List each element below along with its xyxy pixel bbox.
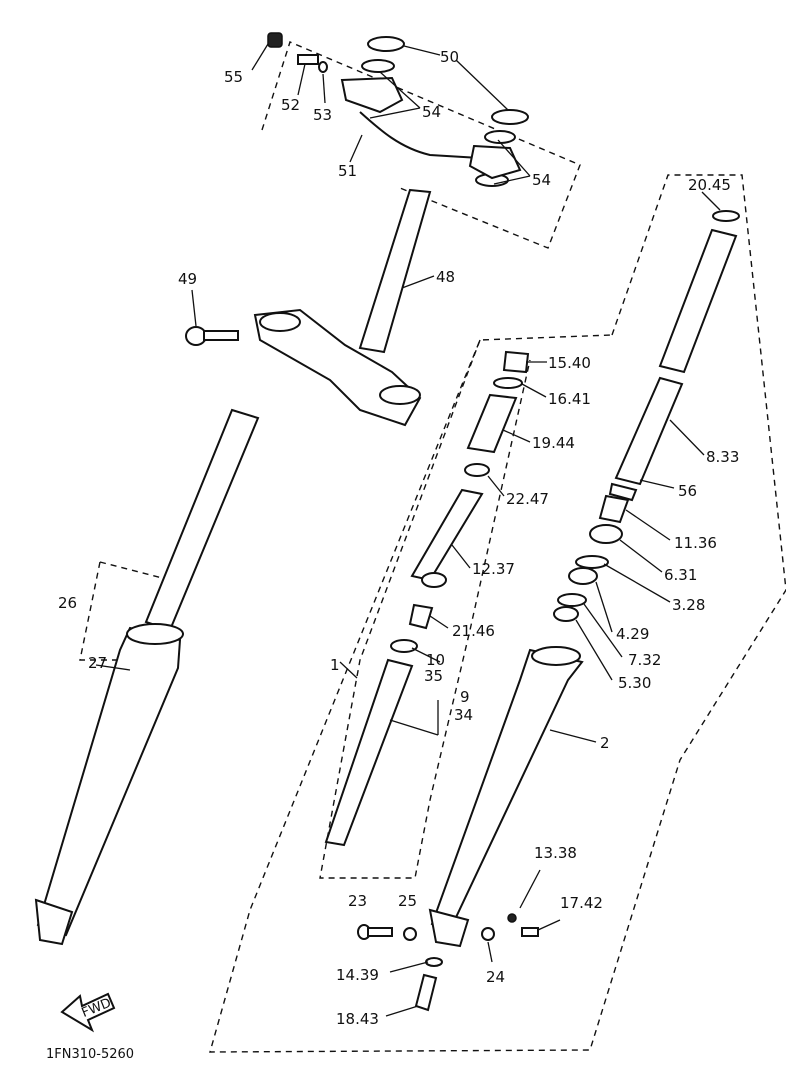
callout-52: 52 <box>281 96 300 114</box>
forward-direction-arrow: FWD <box>60 992 116 1033</box>
left-outer-tube <box>36 626 182 937</box>
diagram-code: 1FN310-5260 <box>46 1047 134 1062</box>
under-bracket <box>253 308 422 427</box>
small-hardware <box>357 913 539 1012</box>
callout-15-40: 15.40 <box>548 354 591 372</box>
callout-26: 26 <box>58 594 77 612</box>
damper-50-right <box>491 109 529 125</box>
callout-22-47: 22.47 <box>506 490 549 508</box>
callout-6-31: 6.31 <box>664 566 697 584</box>
callout-13-38: 13.38 <box>534 844 577 862</box>
damper-50-top <box>367 36 405 52</box>
holder-left-clamp <box>340 76 404 114</box>
callout-55: 55 <box>224 68 243 86</box>
callout-56: 56 <box>678 482 697 500</box>
screw-17 <box>521 927 539 937</box>
bolt-18 <box>414 973 438 1012</box>
handlebar-holder-assembly <box>267 32 529 187</box>
callout-25: 25 <box>398 892 417 910</box>
outer-tube-2 <box>430 648 584 932</box>
steering-stem-assembly <box>185 188 432 427</box>
callout-48: 48 <box>436 268 455 286</box>
callout-20-45: 20.45 <box>688 176 731 194</box>
cap-bolt-15 <box>502 350 530 374</box>
outer-tube-axle-boss <box>428 908 470 948</box>
callout-3-28: 3.28 <box>672 596 705 614</box>
clip-3 <box>575 555 609 569</box>
holder-bar <box>359 111 481 159</box>
left-fork-assembly <box>34 408 260 946</box>
bolt-49-shank <box>203 330 239 341</box>
o-ring-16 <box>493 377 523 389</box>
washer-25 <box>403 927 417 941</box>
left-axle-boss <box>34 898 74 946</box>
callout-8-33: 8.33 <box>706 448 739 466</box>
callout-27: 27 <box>88 654 107 672</box>
washer-24 <box>481 927 495 941</box>
callout-7-32: 7.32 <box>628 651 661 669</box>
damper-rod-9 <box>324 658 414 847</box>
callout-23: 23 <box>348 892 367 910</box>
left-inner-tube <box>144 408 260 632</box>
callout-21-46: 21.46 <box>452 622 495 640</box>
callout-24: 24 <box>486 968 505 986</box>
callout-16-41: 16.41 <box>548 390 591 408</box>
ring-54-a <box>361 59 395 73</box>
callout-18-43: 18.43 <box>336 1010 379 1028</box>
callout-53: 53 <box>313 106 332 124</box>
bolt-52 <box>297 54 319 65</box>
callout-50: 50 <box>440 48 459 66</box>
callout-9: 9 <box>460 688 470 706</box>
right-tube-parts <box>428 210 740 948</box>
washer-14 <box>425 957 443 967</box>
callout-17-42: 17.42 <box>560 894 603 912</box>
leader-lines <box>95 43 721 1017</box>
callout-12-37: 12.37 <box>472 560 515 578</box>
bolt-23-shank <box>367 927 393 937</box>
ring-54-b <box>484 130 516 144</box>
seat-22 <box>464 463 490 477</box>
bush-5 <box>553 606 579 622</box>
callout-54-a: 54 <box>422 103 441 121</box>
inner-tube-upper <box>658 228 738 374</box>
callout-labels: 55 52 53 50 54 54 51 48 49 20.45 15.40 1… <box>58 48 739 1028</box>
washer-4 <box>568 567 598 585</box>
bush-11 <box>598 494 630 524</box>
callout-34: 34 <box>454 706 473 724</box>
callout-4-29: 4.29 <box>616 625 649 643</box>
callout-54-b: 54 <box>532 171 551 189</box>
callout-5-30: 5.30 <box>618 674 651 692</box>
damper-rod-parts <box>324 350 530 847</box>
callout-35: 35 <box>424 667 443 685</box>
bush-56 <box>608 482 638 502</box>
piece-21 <box>408 603 434 630</box>
bolt-13 <box>507 913 517 923</box>
spacer-19 <box>466 393 518 454</box>
callout-11-36: 11.36 <box>674 534 717 552</box>
steering-stem-48 <box>358 188 432 354</box>
ring-10 <box>390 639 418 653</box>
callout-1: 1 <box>330 656 340 674</box>
holder-right-clamp <box>468 144 522 180</box>
callout-49: 49 <box>178 270 197 288</box>
inner-tube-8 <box>614 376 684 486</box>
clip-20 <box>712 210 740 222</box>
callout-19-44: 19.44 <box>532 434 575 452</box>
washer-53 <box>318 61 328 73</box>
callout-2: 2 <box>600 734 610 752</box>
group-outlines <box>79 41 786 1053</box>
callout-14-39: 14.39 <box>336 966 379 984</box>
seal-7 <box>557 593 587 607</box>
nut-55 <box>267 32 283 48</box>
oil-seal-6 <box>589 524 623 544</box>
callout-51: 51 <box>338 162 357 180</box>
callout-10: 10 <box>426 651 445 669</box>
